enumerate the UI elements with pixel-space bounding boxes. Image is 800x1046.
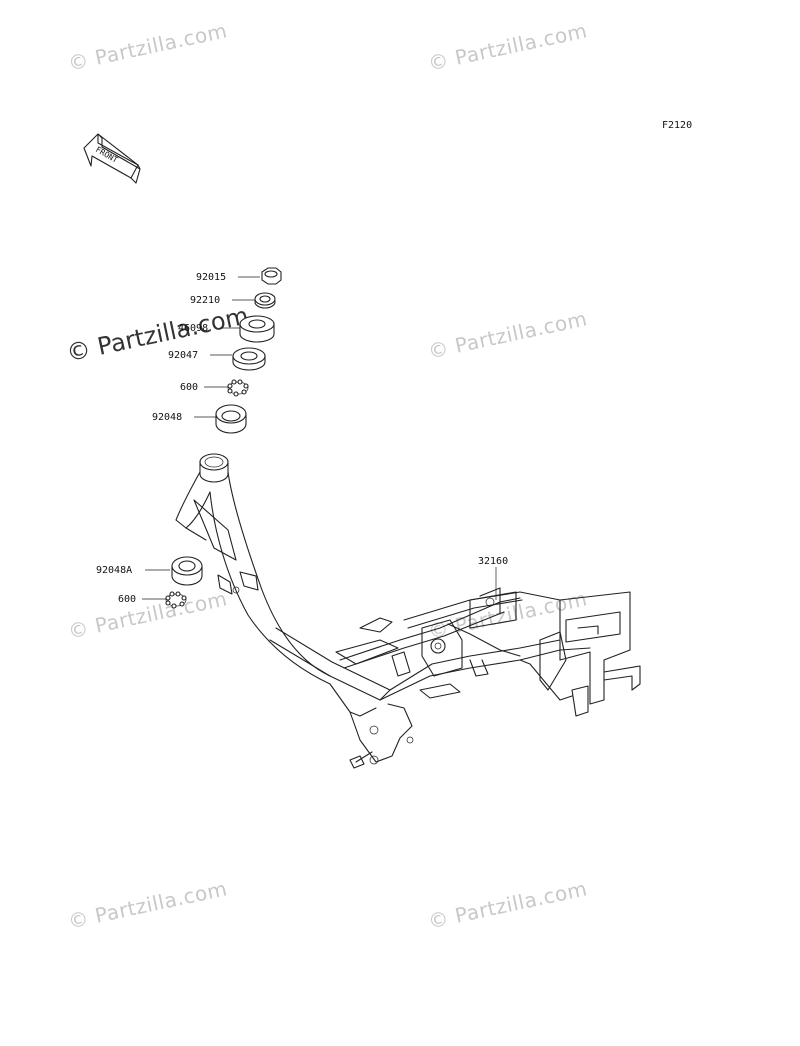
- washer-92210: [254, 292, 276, 309]
- part-label: 32160: [478, 556, 508, 567]
- bearing-600-upper: [227, 379, 249, 397]
- part-label: 92047: [168, 350, 198, 361]
- race-92048: [215, 404, 247, 434]
- figure-code: F2120: [662, 120, 693, 131]
- part-label: 92210: [190, 295, 220, 306]
- bearing-600-lower: [165, 591, 187, 609]
- race-92047: [232, 347, 266, 371]
- cap-46098: [239, 315, 275, 343]
- callout-labels: 92015 92210 46098 92047 600 92048 92048A…: [96, 272, 508, 605]
- race-92048A: [171, 556, 203, 586]
- part-label: 46098: [178, 323, 208, 334]
- part-label: 92015: [196, 272, 226, 283]
- part-label: 92048: [152, 412, 182, 423]
- nut-92015: [261, 267, 282, 285]
- part-label: 600: [118, 594, 136, 605]
- part-label: 92048A: [96, 565, 132, 576]
- frame-32160: [175, 453, 641, 769]
- part-label: 600: [180, 382, 198, 393]
- front-arrow-icon: FRONT: [83, 133, 141, 184]
